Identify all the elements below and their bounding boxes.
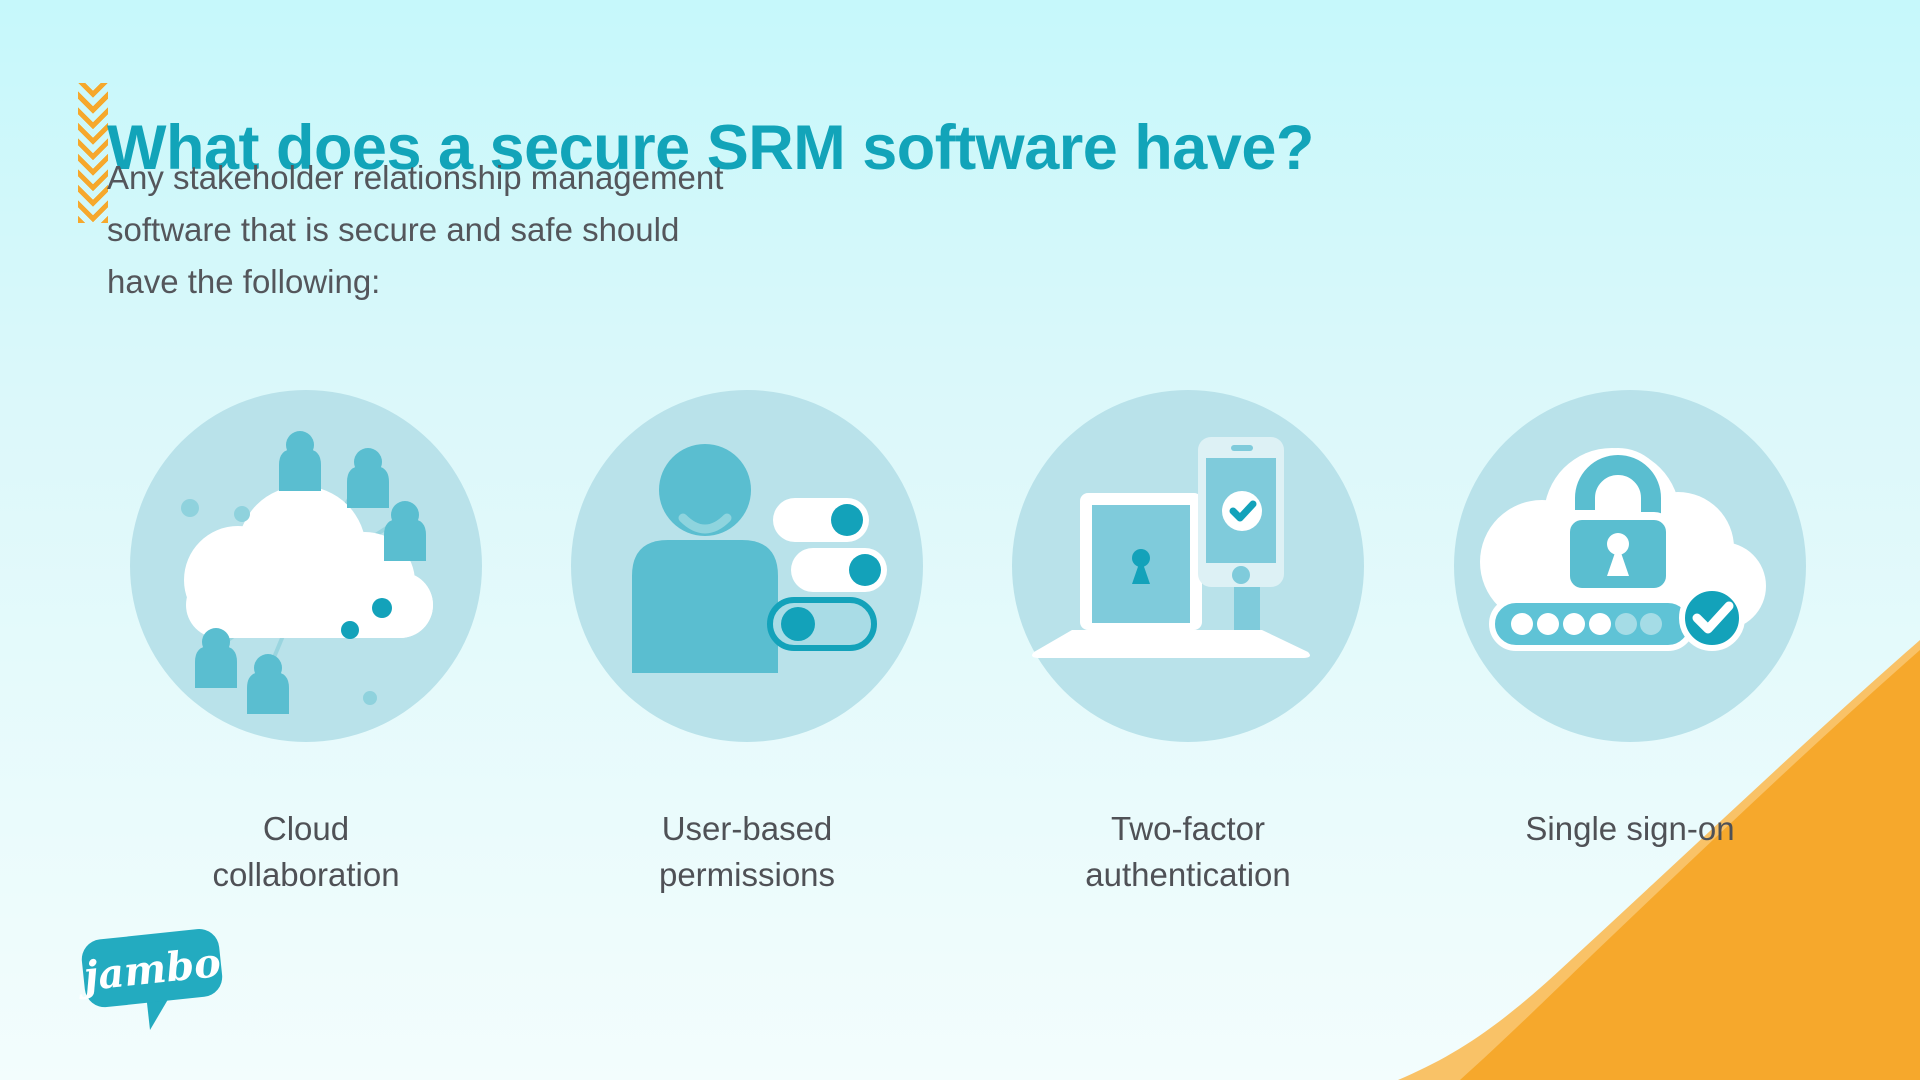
feature-circle-two-factor	[1012, 390, 1364, 742]
cloud-shape	[184, 486, 433, 638]
smile-curve	[678, 513, 732, 534]
keyhole-icon	[1132, 549, 1150, 584]
phone	[1198, 437, 1284, 587]
label-line: permissions	[658, 856, 836, 893]
laptop-phone-check-icon	[1012, 390, 1364, 742]
padlock-keyhole	[1607, 533, 1629, 576]
label-line: Cloud	[262, 810, 350, 847]
label-line: collaboration	[212, 856, 400, 893]
user-silhouette	[632, 444, 778, 673]
feature-label-cloud-collaboration: Cloud collaboration	[136, 806, 476, 898]
feature-label-single-sign-on: Single sign-on	[1460, 806, 1800, 852]
phone-home-button	[1232, 566, 1250, 584]
label-line: Two-factor	[1110, 810, 1266, 847]
page-subtitle: Any stakeholder relationship management …	[107, 152, 867, 308]
cloud-padlock-password-icon	[1454, 390, 1806, 742]
toggle-knob-1	[831, 504, 863, 536]
password-dots	[1511, 613, 1611, 635]
laptop	[1032, 493, 1310, 658]
jambo-logo: jambo	[78, 929, 223, 1030]
feature-label-two-factor: Two-factor authentication	[1018, 806, 1358, 898]
speech-bubble	[81, 929, 223, 1008]
speech-bubble-tail	[146, 994, 170, 1030]
page-title: What does a secure SRM software have?	[107, 113, 1314, 184]
laptop-base	[1032, 630, 1310, 658]
toggle-knob-2	[849, 554, 881, 586]
connection-dots	[181, 499, 392, 705]
password-dots-faded	[1615, 613, 1662, 635]
cloud-collaboration-icon	[130, 390, 482, 742]
open-padlock-icon	[1562, 448, 1674, 596]
password-field	[1489, 585, 1745, 651]
toggle-knob-3	[781, 607, 815, 641]
check-mark-icon	[1692, 601, 1734, 634]
label-line: authentication	[1085, 856, 1291, 893]
phone-speaker	[1231, 445, 1253, 451]
orange-wave-main	[1460, 650, 1920, 1080]
feature-circle-cloud-collaboration	[130, 390, 482, 742]
check-mark-icon	[1229, 500, 1257, 522]
feature-label-user-based-permissions: User-based permissions	[577, 806, 917, 898]
label-line: Single sign-on	[1525, 810, 1735, 847]
subtitle-line-2: software that is secure and safe should	[107, 211, 680, 248]
zigzag-decoration	[78, 83, 108, 223]
label-line: User-based	[661, 810, 833, 847]
feature-circle-single-sign-on	[1454, 390, 1806, 742]
user-permissions-toggles-icon	[571, 390, 923, 742]
subtitle-line-3: have the following:	[107, 263, 381, 300]
feature-circle-user-based-permissions	[571, 390, 923, 742]
subtitle-line-1: Any stakeholder relationship management	[107, 159, 724, 196]
phone-stand-stem	[1234, 578, 1260, 634]
permission-toggles	[767, 498, 887, 651]
